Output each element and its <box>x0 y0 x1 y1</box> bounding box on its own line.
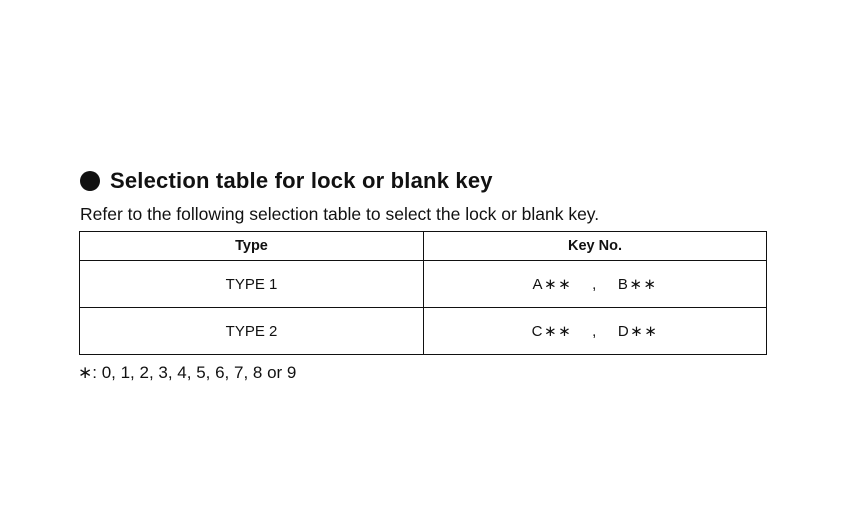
table-row: TYPE 1 A∗∗ , B∗∗ <box>79 260 767 308</box>
key-code: B∗∗ <box>617 276 658 293</box>
footnote: ∗: 0, 1, 2, 3, 4, 5, 6, 7, 8 or 9 <box>78 363 297 382</box>
key-separator: , <box>592 275 598 293</box>
key-no-cell: C∗∗ , D∗∗ <box>423 307 767 355</box>
type-cell: TYPE 1 <box>79 260 424 308</box>
intro-text: Refer to the following selection table t… <box>80 204 600 224</box>
filled-circle-bullet-icon <box>80 171 100 191</box>
key-no-cell: A∗∗ , B∗∗ <box>423 260 767 308</box>
key-code: C∗∗ <box>531 323 573 340</box>
column-header-type: Type <box>79 231 424 261</box>
table-header-row: Type Key No. <box>79 231 767 261</box>
selection-table: Type Key No. TYPE 1 A∗∗ , B∗∗ TYPE 2 C∗∗… <box>79 231 767 355</box>
key-code: D∗∗ <box>617 323 659 340</box>
key-code: A∗∗ <box>532 276 573 293</box>
key-separator: , <box>592 322 598 340</box>
section-heading-text: Selection table for lock or blank key <box>110 168 493 193</box>
section-heading: Selection table for lock or blank key <box>80 168 493 194</box>
type-cell: TYPE 2 <box>79 307 424 355</box>
table-row: TYPE 2 C∗∗ , D∗∗ <box>79 307 767 355</box>
column-header-key-no: Key No. <box>423 231 767 261</box>
